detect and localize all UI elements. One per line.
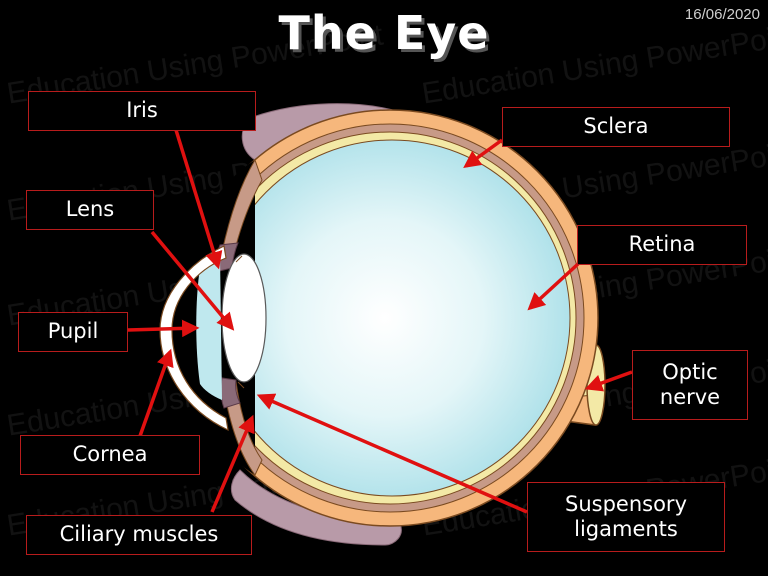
- vitreous-humour: [213, 139, 571, 497]
- arrow-suspensory-ligaments: [256, 393, 528, 514]
- arrow-sclera: [463, 138, 504, 169]
- slide-date: 16/06/2020: [684, 6, 760, 23]
- label-iris: Iris: [28, 91, 256, 131]
- pointer-arrows: [127, 129, 633, 514]
- label-optic-nerve-text: Optic nerve: [659, 359, 721, 409]
- label-pupil: Pupil: [18, 312, 128, 352]
- arrow-ciliary-muscles: [210, 414, 255, 513]
- label-retina-text: Retina: [628, 232, 696, 257]
- slide-title: The Eye: [278, 6, 490, 60]
- label-iris-text: Iris: [126, 98, 158, 123]
- arrow-retina: [527, 262, 580, 311]
- arrow-pupil: [127, 319, 200, 338]
- label-retina: Retina: [577, 225, 747, 265]
- label-sclera-text: Sclera: [583, 114, 649, 139]
- label-lens-text: Lens: [65, 197, 115, 222]
- label-suspensory-ligaments: Suspensory ligaments: [527, 482, 725, 552]
- arrow-lens: [150, 230, 235, 331]
- label-optic-nerve: Optic nerve: [632, 350, 748, 420]
- label-lens: Lens: [26, 190, 154, 230]
- label-suspensory-ligaments-text: Suspensory ligaments: [565, 491, 687, 541]
- cornea-shape: [159, 245, 229, 432]
- label-cornea-text: Cornea: [72, 442, 148, 467]
- arrow-iris: [174, 129, 223, 270]
- arrow-cornea: [138, 348, 174, 437]
- arrow-optic-nerve: [584, 370, 633, 392]
- label-cornea: Cornea: [20, 435, 200, 475]
- label-ciliary-muscles-text: Ciliary muscles: [59, 522, 219, 547]
- label-pupil-text: Pupil: [47, 319, 99, 344]
- label-sclera: Sclera: [502, 107, 730, 147]
- lens-shape: [221, 253, 267, 383]
- label-ciliary-muscles: Ciliary muscles: [26, 515, 252, 555]
